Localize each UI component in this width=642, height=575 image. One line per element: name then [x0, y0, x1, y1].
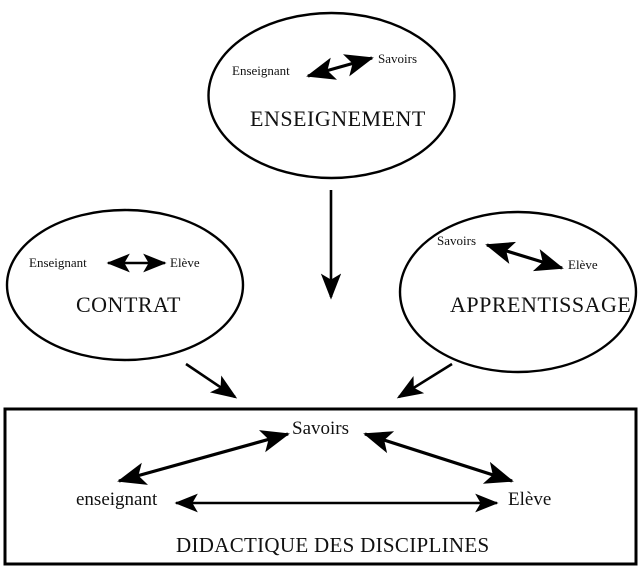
- arrow-box-savoirs-eleve: [363, 431, 514, 484]
- didactique-title: DIDACTIQUE DES DISCIPLINES: [176, 533, 490, 557]
- enseignement-relation-left-label: Enseignant: [232, 63, 290, 78]
- ellipse-apprentissage: [398, 210, 638, 374]
- enseignement-relation-right-label: Savoirs: [378, 51, 417, 66]
- arrow-apprentissage-relation: [485, 241, 564, 272]
- didactique-vertex-right-label: Elève: [508, 489, 552, 510]
- didactique-vertex-top-label: Savoirs: [292, 418, 349, 439]
- connector-contrat-to-didactique: [185, 362, 238, 399]
- arrow-enseignement-relation: [306, 54, 374, 80]
- contrat-relation-left-label: Enseignant: [29, 255, 87, 270]
- didactique-vertex-left-label: enseignant: [76, 489, 158, 510]
- contrat-title: CONTRAT: [76, 292, 181, 317]
- apprentissage-relation-left-label: Savoirs: [437, 233, 476, 248]
- enseignement-title: ENSEIGNEMENT: [250, 106, 426, 131]
- rect-didactique: [3, 407, 638, 566]
- arrow-box-enseignant-savoirs: [117, 430, 290, 485]
- ellipse-enseignement: [207, 11, 456, 180]
- apprentissage-relation-right-label: Elève: [568, 257, 598, 272]
- apprentissage-title: APPRENTISSAGE: [450, 292, 632, 317]
- contrat-relation-right-label: Elève: [170, 255, 200, 270]
- connector-apprentissage-to-didactique: [396, 362, 453, 399]
- ellipse-contrat: [5, 208, 245, 362]
